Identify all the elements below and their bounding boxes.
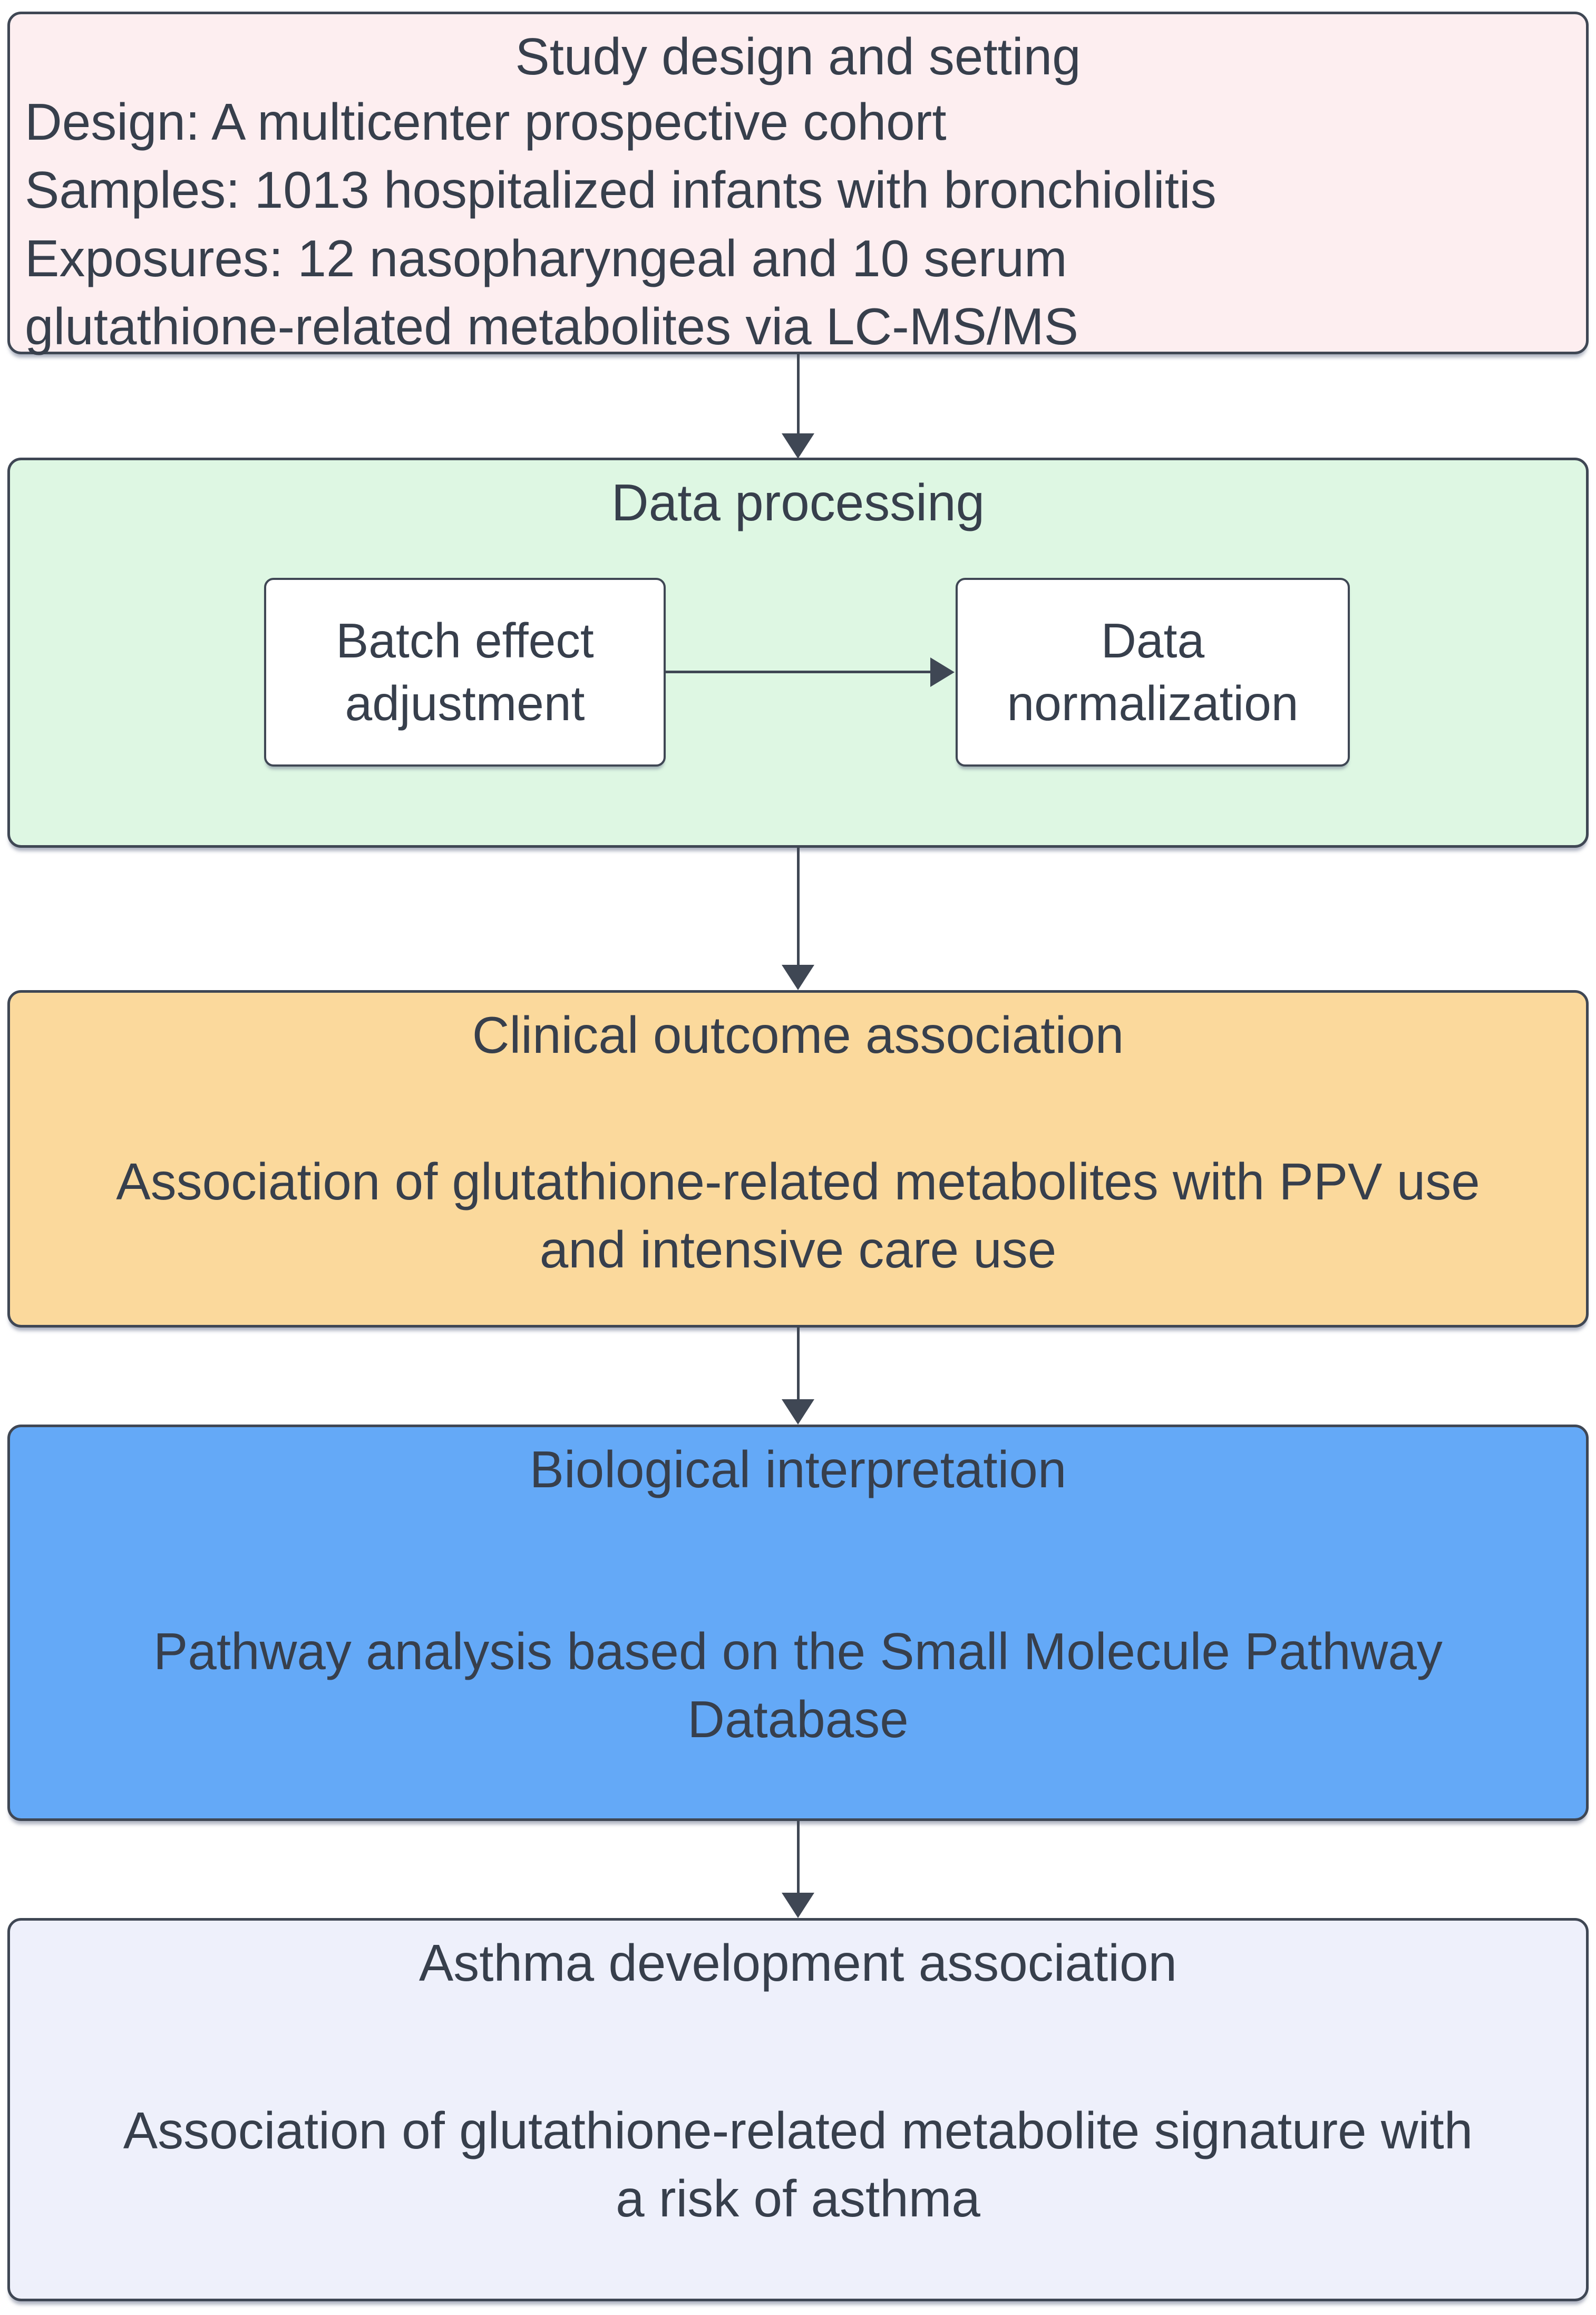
study-line-design: Design: A multicenter prospective cohort [25, 93, 947, 151]
biological-body-line2: Database [687, 1690, 909, 1749]
biological-body: Pathway analysis based on the Small Mole… [10, 1617, 1586, 1754]
processing-title: Data processing [611, 473, 985, 531]
arrow-batch-to-normalization-head [930, 657, 955, 687]
box-biological-interpretation: Biological interpretation Pathway analys… [7, 1425, 1589, 1821]
clinical-body-line1: Association of glutathione-related metab… [116, 1152, 1480, 1210]
box-clinical-outcome: Clinical outcome association Association… [7, 990, 1589, 1328]
arrow-biological-to-asthma-stem [797, 1821, 800, 1893]
arrow-study-to-processing-stem [797, 354, 800, 433]
arrow-processing-to-clinical-stem [797, 848, 800, 965]
box-asthma-development: Asthma development association Associati… [7, 1918, 1589, 2301]
study-line-samples: Samples: 1013 hospitalized infants with … [25, 161, 1217, 219]
node-batch-label: Batch effect adjustment [336, 613, 594, 731]
clinical-title: Clinical outcome association [472, 1006, 1124, 1064]
node-normalization-label: Data normalization [1007, 613, 1299, 731]
node-data-normalization: Data normalization [956, 578, 1350, 767]
study-title: Study design and setting [515, 27, 1081, 85]
arrow-study-to-processing-head [782, 433, 814, 459]
node-batch-effect-adjustment: Batch effect adjustment [264, 578, 666, 767]
box-study-design: Study design and setting Design: A multi… [7, 12, 1589, 355]
study-body: Design: A multicenter prospective cohort… [25, 88, 1571, 361]
box-data-processing: Data processing Batch effect adjustment … [7, 458, 1589, 848]
arrow-batch-to-normalization-stem [665, 671, 930, 673]
arrow-clinical-to-biological-stem [797, 1328, 800, 1399]
clinical-body-line2: and intensive care use [539, 1221, 1057, 1279]
asthma-title: Asthma development association [419, 1934, 1177, 1992]
arrow-processing-to-clinical-head [782, 965, 814, 990]
asthma-body-line2: a risk of asthma [616, 2169, 980, 2228]
arrow-clinical-to-biological-head [782, 1399, 814, 1425]
arrow-biological-to-asthma-head [782, 1893, 814, 1918]
study-line-exposures-wrap: glutathione-related metabolites via LC-M… [25, 297, 1079, 356]
clinical-body: Association of glutathione-related metab… [10, 1148, 1586, 1284]
study-line-exposures: Exposures: 12 nasopharyngeal and 10 seru… [25, 229, 1067, 287]
biological-title: Biological interpretation [529, 1440, 1067, 1498]
biological-body-line1: Pathway analysis based on the Small Mole… [153, 1622, 1443, 1680]
asthma-body-line1: Association of glutathione-related metab… [123, 2101, 1473, 2159]
asthma-body: Association of glutathione-related metab… [10, 2097, 1586, 2233]
